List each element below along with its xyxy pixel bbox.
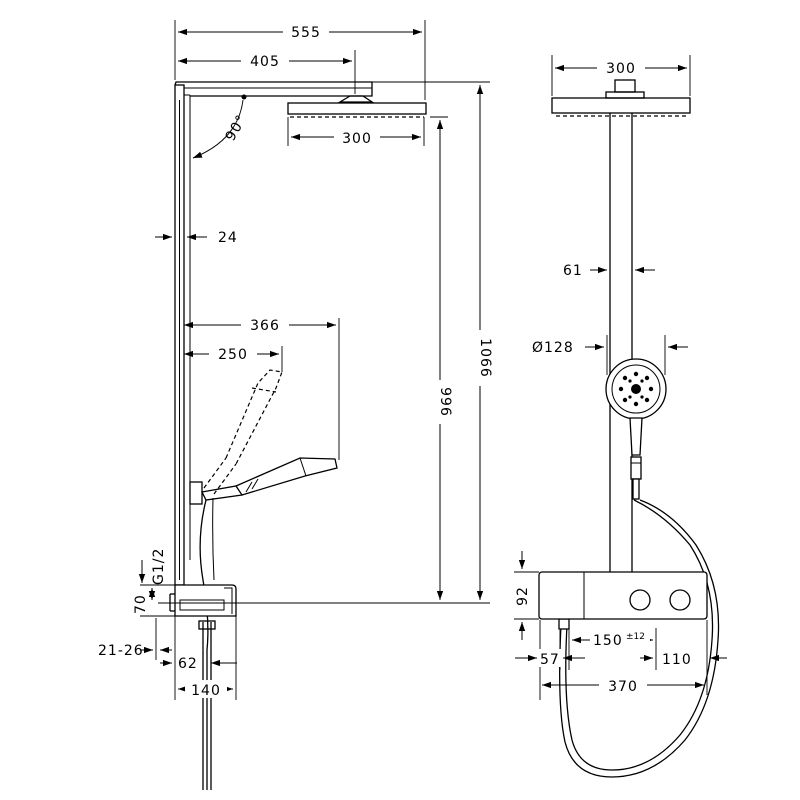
dim-300-front: 300	[551, 55, 691, 96]
dim-label-61: 61	[563, 263, 583, 279]
dim-366: 366	[184, 315, 340, 460]
dim-label-g12: G1/2	[151, 548, 167, 585]
dim-label-366: 366	[250, 318, 280, 334]
dim-g12: G1/2	[138, 548, 175, 586]
dim-label-1066: 1066	[477, 338, 493, 378]
dim-405: 405	[178, 50, 356, 94]
dim-d128: Ø128	[532, 335, 688, 375]
dim-150: 150 ±12	[568, 628, 657, 670]
dim-label-110: 110	[662, 652, 692, 668]
dim-1066: 1066	[372, 81, 493, 600]
dim-21-26: 21-26	[98, 618, 172, 660]
side-hand-shower-tilted	[203, 369, 283, 495]
dim-70: 70	[133, 588, 175, 617]
front-overhead-shower	[551, 79, 691, 117]
dim-label-405: 405	[250, 54, 280, 70]
front-shower-column	[609, 113, 633, 572]
dim-label-150: 150	[593, 633, 623, 649]
side-shower-hose	[198, 497, 216, 790]
side-thermostat-body	[169, 584, 237, 617]
dim-label-370: 370	[608, 679, 638, 695]
dim-57: 57	[515, 620, 585, 700]
dim-250: 250	[184, 344, 283, 372]
dim-label-150-tolerance: ±12	[626, 632, 645, 642]
dim-label-250: 250	[218, 347, 248, 363]
dim-label-555: 555	[291, 25, 321, 41]
dim-140: 140	[178, 616, 237, 700]
dim-label-57: 57	[540, 652, 560, 668]
dim-300-side: 300	[287, 117, 425, 147]
dim-61: 61	[563, 263, 655, 279]
side-shower-column	[174, 84, 191, 586]
side-hand-shower	[189, 457, 338, 505]
front-view: 300 61 Ø128	[514, 55, 727, 778]
angle-90-annotation: 90°	[192, 99, 251, 159]
dim-label-90deg: 90°	[223, 112, 251, 144]
side-overhead-shower	[287, 95, 427, 118]
dim-label-92: 92	[515, 586, 531, 606]
front-hand-shower	[605, 358, 667, 500]
dim-555: 555	[174, 20, 426, 100]
dim-62: 62	[160, 616, 237, 700]
nozzle-pattern	[618, 371, 654, 407]
side-view: 90° 555 405 300 24	[98, 20, 493, 790]
dim-370: 370	[542, 676, 704, 695]
front-thermostat-body	[538, 571, 708, 620]
temperature-control-knob	[669, 589, 691, 611]
dim-label-70: 70	[133, 594, 149, 614]
dim-label-300-side: 300	[342, 131, 372, 147]
dim-label-996: 996	[437, 387, 453, 417]
dim-label-21-26: 21-26	[98, 643, 144, 659]
dim-label-300-front: 300	[606, 61, 636, 77]
dim-label-140: 140	[191, 683, 221, 699]
flow-control-knob	[629, 589, 651, 611]
dim-996: 996	[430, 116, 453, 600]
dim-24: 24	[155, 230, 238, 246]
dim-92: 92	[514, 551, 539, 640]
dim-label-62: 62	[178, 656, 198, 672]
side-overhead-arm	[174, 81, 373, 100]
dim-label-d128: Ø128	[532, 340, 574, 356]
dim-110: 110	[640, 620, 727, 695]
dim-label-24: 24	[218, 230, 238, 246]
